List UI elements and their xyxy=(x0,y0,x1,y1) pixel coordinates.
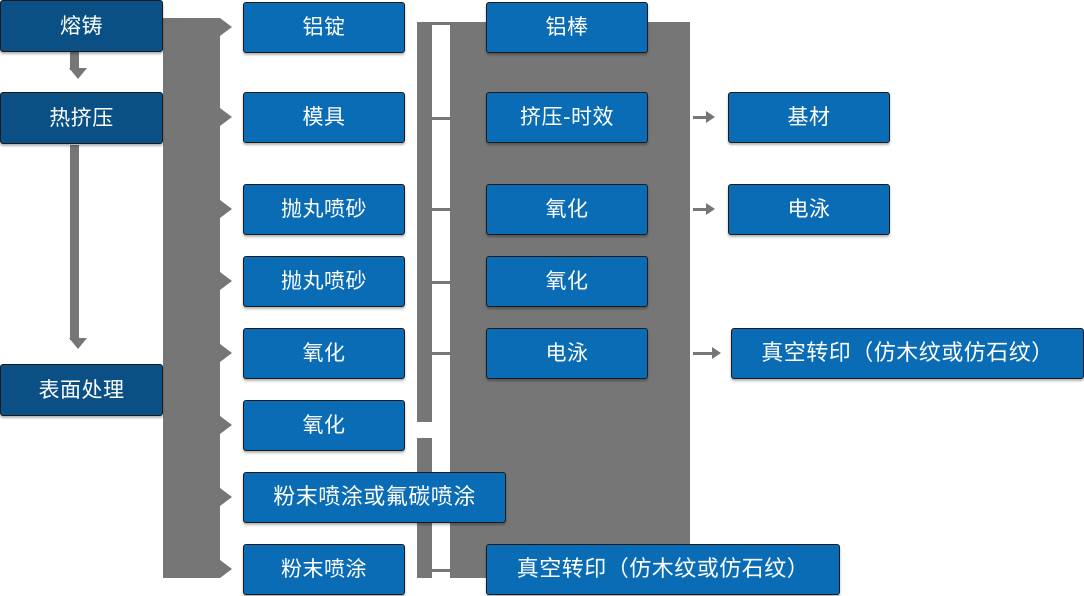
node-label: 表面处理 xyxy=(38,377,125,402)
node-label: 电泳 xyxy=(545,341,589,365)
node-pr-aluminum-bar[interactable]: 铝棒 xyxy=(486,2,648,53)
node-in-shot-blast-2[interactable]: 抛丸喷砂 xyxy=(243,256,405,307)
connector-spine-left-2 xyxy=(70,145,79,340)
arrow-line-to-vacuum-transfer xyxy=(693,352,713,355)
node-out-vacuum-transfer[interactable]: 真空转印（仿木纹或仿石纹） xyxy=(731,328,1084,379)
arrow-to-oxidation-2 xyxy=(220,416,232,434)
node-label: 氧化 xyxy=(302,413,346,437)
node-pr-vacuum-transfer[interactable]: 真空转印（仿木纹或仿石纹） xyxy=(486,544,840,595)
node-in-powder-or-pvdf[interactable]: 粉末喷涂或氟碳喷涂 xyxy=(243,472,506,523)
arrow-head-to-substrate xyxy=(706,111,715,123)
node-label: 铝锭 xyxy=(302,15,346,39)
node-label: 氧化 xyxy=(545,197,589,221)
node-label: 氧化 xyxy=(302,341,346,365)
rung-electrophoresis xyxy=(431,352,451,355)
node-in-oxidation-2[interactable]: 氧化 xyxy=(243,400,405,451)
arrow-to-powder-or-pvdf xyxy=(220,488,232,506)
node-label: 电泳 xyxy=(787,197,831,221)
node-stage-surface[interactable]: 表面处理 xyxy=(0,364,163,416)
rung-extrude-aging xyxy=(431,117,451,120)
node-label: 粉末喷涂或氟碳喷涂 xyxy=(273,484,476,510)
node-label: 真空转印（仿木纹或仿石纹） xyxy=(516,556,810,582)
node-out-electrophoresis[interactable]: 电泳 xyxy=(728,184,890,235)
arrow-head-to-electrophoresis xyxy=(706,203,715,215)
node-label: 熔铸 xyxy=(60,13,103,38)
rung-vacuum-transfer xyxy=(431,569,451,572)
connector-bar-mid-left-upper xyxy=(417,22,432,422)
arrow-line-to-substrate xyxy=(693,116,707,119)
node-stage-melt-cast[interactable]: 熔铸 xyxy=(0,0,163,52)
connector-body-left-upper xyxy=(163,18,220,360)
node-pr-oxidation-1[interactable]: 氧化 xyxy=(486,184,648,235)
node-pr-extrude-aging[interactable]: 挤压-时效 xyxy=(486,92,648,143)
node-pr-oxidation-2[interactable]: 氧化 xyxy=(486,256,648,307)
node-out-substrate[interactable]: 基材 xyxy=(728,92,890,143)
rung-oxidation-1 xyxy=(431,208,451,211)
connector-stub-surface xyxy=(164,389,188,391)
rung-oxidation-2 xyxy=(431,281,451,284)
arrow-to-aluminum-ingot xyxy=(220,18,232,36)
arrow-down-extrude-to-surface xyxy=(69,338,87,349)
arrow-to-powder-coating xyxy=(220,560,232,578)
node-pr-electrophoresis[interactable]: 电泳 xyxy=(486,328,648,379)
node-in-oxidation-1[interactable]: 氧化 xyxy=(243,328,405,379)
arrow-head-to-vacuum-transfer xyxy=(712,347,721,359)
node-label: 真空转印（仿木纹或仿石纹） xyxy=(761,340,1054,366)
node-label: 铝棒 xyxy=(545,15,589,39)
arrow-to-shot-blast-2 xyxy=(220,272,232,290)
node-label: 模具 xyxy=(302,105,346,129)
arrow-to-mold xyxy=(220,108,232,126)
arrow-down-melt-to-extrude xyxy=(69,68,87,79)
node-label: 热挤压 xyxy=(49,105,114,130)
node-in-powder-coating[interactable]: 粉末喷涂 xyxy=(243,544,405,595)
node-label: 氧化 xyxy=(545,269,589,293)
node-in-shot-blast-1[interactable]: 抛丸喷砂 xyxy=(243,184,405,235)
arrow-line-to-electrophoresis xyxy=(693,208,707,211)
node-in-mold[interactable]: 模具 xyxy=(243,92,405,143)
node-label: 抛丸喷砂 xyxy=(281,269,367,293)
node-label: 抛丸喷砂 xyxy=(281,197,367,221)
node-in-aluminum-ingot[interactable]: 铝锭 xyxy=(243,2,405,53)
node-label: 基材 xyxy=(787,105,831,129)
node-label: 粉末喷涂 xyxy=(281,557,367,581)
rung-aluminum-bar xyxy=(431,22,451,25)
arrow-to-oxidation-1 xyxy=(220,344,232,362)
node-stage-hot-extrude[interactable]: 热挤压 xyxy=(0,92,163,144)
arrow-to-shot-blast-1 xyxy=(220,200,232,218)
connector-spine-left xyxy=(70,50,79,70)
node-label: 挤压-时效 xyxy=(519,105,615,129)
